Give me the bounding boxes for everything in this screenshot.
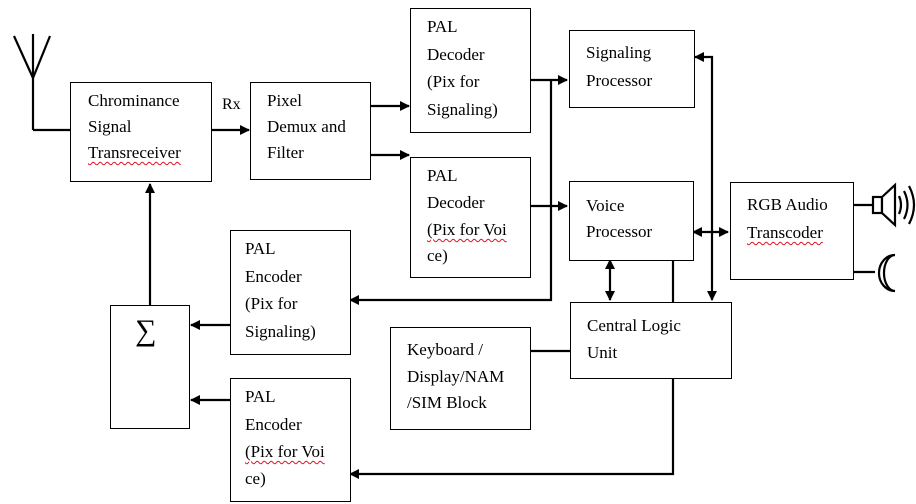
pal-enc-voice-label-3: (Pix for Voi [245, 442, 325, 461]
chrominance-transreceiver-block: Chrominance Signal Transreceiver [70, 82, 212, 182]
pal-enc-sig-label-2: Encoder [245, 267, 302, 286]
pal-enc-sig-label-1: PAL [245, 239, 276, 258]
pal-decoder-signaling-block: PAL Decoder (Pix for Signaling) [410, 8, 531, 133]
pixel-demux-block: Pixel Demux and Filter [250, 82, 371, 180]
clu-label-1: Central Logic [587, 316, 681, 335]
keyboard-display-block: Keyboard / Display/NAM /SIM Block [390, 327, 531, 430]
signaling-processor-block: Signaling Processor [569, 30, 695, 108]
pal-dec-sig-label-4: Signaling) [427, 100, 498, 119]
speaker-icon [871, 182, 916, 228]
voice-proc-label-1: Voice [586, 196, 625, 215]
summation-block: ∑ [110, 305, 190, 429]
microphone-icon [877, 253, 896, 293]
rgb-label-2: Transcoder [747, 223, 823, 242]
pal-enc-sig-label-4: Signaling) [245, 322, 316, 341]
antenna-icon [12, 34, 70, 132]
clu-label-2: Unit [587, 343, 618, 362]
pal-enc-voice-label-1: PAL [245, 387, 276, 406]
pixel-label-1: Pixel [267, 91, 302, 110]
keyboard-label-3: /SIM Block [407, 393, 487, 412]
pal-dec-sig-label-1: PAL [427, 17, 458, 36]
pal-dec-voice-label-1: PAL [427, 166, 458, 185]
rx-label: Rx [222, 96, 241, 113]
arrow-sig-clu [694, 52, 717, 301]
chrominance-label-1: Chrominance [88, 91, 180, 110]
sig-proc-label-2: Processor [586, 71, 653, 90]
pal-dec-sig-label-3: (Pix for [427, 72, 480, 91]
pal-encoder-signaling-block: PAL Encoder (Pix for Signaling) [230, 230, 351, 355]
pal-dec-voice-label-3: (Pix for Voi [427, 220, 507, 239]
voice-proc-label-2: Processor [586, 222, 653, 241]
pal-decoder-voice-block: PAL Decoder (Pix for Voi ce) [410, 157, 531, 278]
chrominance-label-3: Transreceiver [88, 143, 181, 162]
sigma-symbol: ∑ [135, 314, 157, 347]
keyboard-label-1: Keyboard / [407, 340, 484, 359]
keyboard-label-2: Display/NAM [407, 367, 505, 386]
line-to-enc-sig [349, 80, 553, 305]
rgb-audio-transcoder-block: RGB Audio Transcoder [730, 182, 854, 280]
pal-encoder-voice-block: PAL Encoder (Pix for Voi ce) [230, 378, 351, 502]
pal-enc-sig-label-3: (Pix for [245, 294, 298, 313]
pixel-label-3: Filter [267, 143, 304, 162]
pal-enc-voice-label-4: ce) [245, 469, 266, 488]
pal-dec-sig-label-2: Decoder [427, 45, 485, 64]
central-logic-unit-block: Central Logic Unit [570, 302, 732, 379]
rgb-label-1: RGB Audio [747, 195, 828, 214]
pal-dec-voice-label-4: ce) [427, 246, 448, 265]
voice-processor-block: Voice Processor [569, 181, 694, 261]
pal-dec-voice-label-2: Decoder [427, 193, 485, 212]
pixel-label-2: Demux and [267, 117, 346, 136]
chrominance-label-2: Signal [88, 117, 132, 136]
pal-enc-voice-label-2: Encoder [245, 415, 302, 434]
sig-proc-label-1: Signaling [586, 43, 652, 62]
